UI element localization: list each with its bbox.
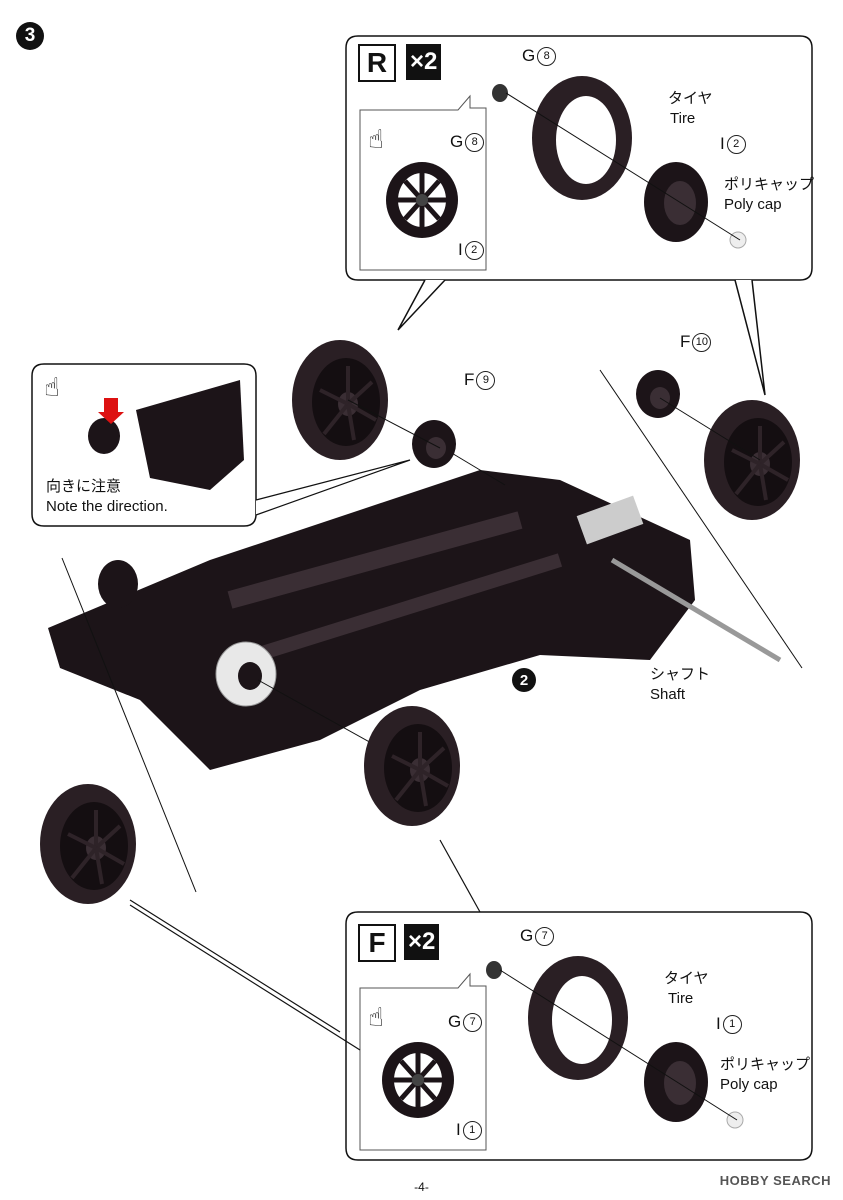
front-right-wheel bbox=[362, 704, 462, 828]
front-left-wheel bbox=[38, 782, 138, 906]
part-letter: I bbox=[458, 240, 463, 259]
part-number: 7 bbox=[463, 1012, 483, 1032]
rear-inner-panel bbox=[359, 94, 487, 271]
rear-pointing-hand-icon: ☝ bbox=[368, 124, 384, 154]
front-callout-frame bbox=[345, 911, 813, 1161]
note-label-jp: 向きに注意 bbox=[46, 478, 122, 495]
page-number: -4- bbox=[414, 1180, 429, 1194]
note-red-arrow bbox=[98, 398, 124, 424]
part-letter: G bbox=[522, 46, 536, 65]
note-pointing-hand-icon: ☝ bbox=[44, 372, 60, 402]
part-number: 2 bbox=[726, 134, 746, 154]
rear-side-badge: R bbox=[358, 44, 396, 82]
rear-callout-frame bbox=[345, 35, 813, 281]
part-letter: G bbox=[520, 926, 534, 945]
note-bushing bbox=[88, 418, 120, 454]
part-letter: I bbox=[456, 1120, 461, 1139]
rear-g8-part bbox=[492, 84, 508, 102]
rear-left-wheel bbox=[290, 338, 390, 462]
watermark: HOBBY SEARCH bbox=[719, 1173, 831, 1188]
rear-polycap bbox=[729, 231, 747, 249]
part-letter: G bbox=[450, 132, 464, 151]
front-cap-label-en: Poly cap bbox=[720, 1076, 778, 1093]
front-cap-label-jp: ポリキャップ bbox=[720, 1056, 811, 1073]
rear-qty-badge: ×2 bbox=[406, 44, 442, 80]
front-polycap bbox=[726, 1111, 744, 1129]
rear-callout-pointer bbox=[397, 279, 446, 331]
rear-right-wheel bbox=[702, 398, 802, 522]
part-letter: F bbox=[464, 370, 475, 389]
part-letter: G bbox=[448, 1012, 462, 1031]
part-number: 7 bbox=[535, 926, 555, 946]
rear-wheel-face bbox=[386, 162, 458, 238]
front-side-badge: F bbox=[358, 924, 396, 962]
shaft-label-en: Shaft bbox=[650, 686, 686, 703]
front-inner-panel bbox=[359, 972, 487, 1151]
rear-left-hub bbox=[98, 560, 138, 608]
rear-tire-label-jp: タイヤ bbox=[668, 90, 713, 107]
shaft-label-jp: シャフト bbox=[650, 666, 711, 683]
part-number: 10 bbox=[692, 332, 712, 352]
step-number-badge: 3 bbox=[16, 22, 44, 50]
part-number: 8 bbox=[465, 132, 485, 152]
front-tire-label-en: Tire bbox=[668, 990, 694, 1007]
part-number: 1 bbox=[722, 1014, 742, 1034]
note-callout-frame bbox=[31, 363, 257, 527]
front-pointing-hand-icon: ☝ bbox=[368, 1002, 384, 1032]
part-letter: I bbox=[720, 134, 725, 153]
rear-cap-label-jp: ポリキャップ bbox=[724, 176, 815, 193]
note-label-en: Note the direction. bbox=[46, 498, 168, 515]
shaft-rod bbox=[610, 557, 782, 663]
part-letter: I bbox=[716, 1014, 721, 1033]
rear-cap-label-en: Poly cap bbox=[724, 196, 782, 213]
front-tire-label-jp: タイヤ bbox=[664, 970, 709, 987]
note-chassis-detail bbox=[136, 380, 244, 490]
part-number: 9 bbox=[476, 370, 496, 390]
front-g7-part bbox=[486, 961, 502, 979]
part-number: 2 bbox=[464, 240, 484, 260]
part-number: 8 bbox=[537, 46, 557, 66]
rear-tire-label-en: Tire bbox=[670, 110, 696, 127]
part-letter: F bbox=[680, 332, 691, 351]
sub-assembly-ref-badge: 2 bbox=[512, 668, 536, 692]
front-wheel-face bbox=[382, 1042, 454, 1118]
front-qty-badge: ×2 bbox=[404, 924, 440, 960]
part-number: 1 bbox=[462, 1120, 482, 1140]
